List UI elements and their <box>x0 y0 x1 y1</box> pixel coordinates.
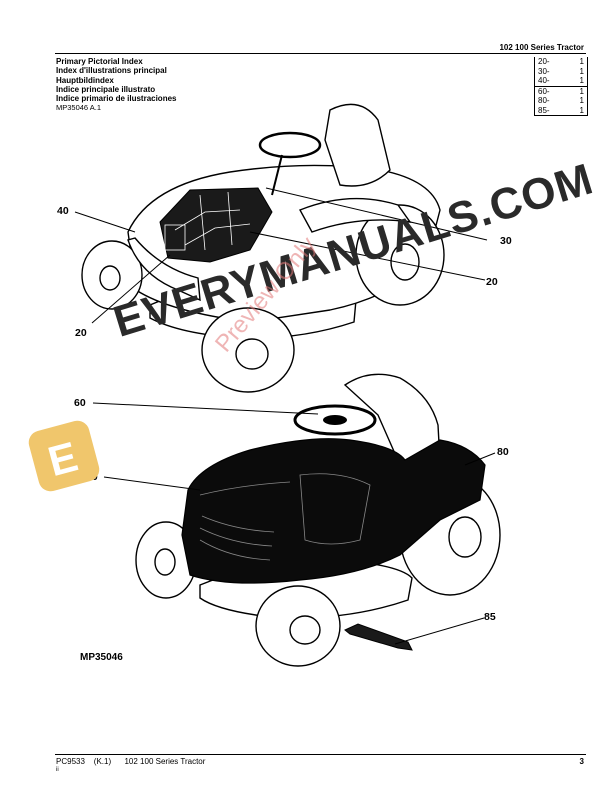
title-de: Hauptbildindex <box>56 75 114 85</box>
page-number: 3 <box>579 757 584 766</box>
figure-ref: MP35046 A.1 <box>56 103 102 112</box>
upper-rear-wheel-right <box>355 204 445 306</box>
watermark-logo-letter: E <box>43 432 83 486</box>
index-section: 20- <box>538 57 550 66</box>
title-en: Primary Pictorial Index <box>56 57 143 66</box>
index-section: 30- <box>538 66 550 76</box>
upper-steering-column <box>271 154 283 196</box>
callout-60: 60 <box>74 397 86 409</box>
title-it: Indice principale illustrato <box>56 84 156 94</box>
index-row[interactable]: 20- 1 <box>535 57 587 67</box>
index-page: 1 <box>579 96 584 105</box>
footer-doc-id: PC9533 (K.1) 102 100 Series Tractor <box>56 757 206 766</box>
header-rule <box>55 53 586 54</box>
callout-40: 40 <box>57 205 69 217</box>
footer-rule <box>55 754 586 755</box>
index-row[interactable]: 80- 1 <box>535 96 587 106</box>
index-page: 1 <box>579 66 584 76</box>
callout-30: 30 <box>500 235 512 247</box>
lower-front-wheel-right <box>255 585 341 667</box>
title-fr: Index d'illustrations principal <box>56 66 167 76</box>
index-titles: Primary Pictorial Index Index d'illustra… <box>56 57 176 103</box>
lower-hood <box>181 438 486 584</box>
lower-hood-detail <box>199 473 371 561</box>
index-row[interactable]: 60- 1 <box>535 85 587 97</box>
index-section: 80- <box>538 96 550 105</box>
index-row[interactable]: 40- 1 <box>535 76 587 86</box>
upper-steering-wheel <box>258 131 322 159</box>
section-index-table: 20- 1 30- 1 40- 1 60- 1 80- 1 85- 1 <box>534 57 588 116</box>
upper-engine-detail <box>164 191 251 251</box>
index-page: 1 <box>579 57 584 66</box>
callout-20-left: 20 <box>75 327 87 339</box>
lower-front-wheel-right-hub <box>289 615 321 645</box>
title-es: Indice primario de ilustraciones <box>56 94 177 104</box>
index-page: 1 <box>579 76 584 85</box>
upper-front-wheel-right <box>201 307 295 393</box>
upper-front-wheel-right-hub <box>235 338 269 370</box>
lower-rear-wheel-right-hub <box>448 516 482 558</box>
index-row[interactable]: 85- 1 <box>535 105 587 116</box>
index-section: 60- <box>538 86 550 96</box>
index-section: 85- <box>538 105 550 115</box>
header-title: 102 100 Series Tractor <box>499 43 584 52</box>
callout-80-right: 80 <box>497 446 509 458</box>
callout-20-right: 20 <box>486 276 498 288</box>
figure-caption: MP35046 <box>80 652 123 663</box>
lower-steering-hub <box>323 415 347 425</box>
leader-lines <box>74 187 496 645</box>
upper-seat <box>324 103 391 187</box>
index-row[interactable]: 30- 1 <box>535 67 587 77</box>
index-page: 1 <box>579 105 584 115</box>
upper-front-wheel-left-hub <box>99 265 121 291</box>
mower-blade <box>344 623 413 651</box>
callout-85: 85 <box>484 611 496 623</box>
upper-grille <box>127 237 201 302</box>
lower-front-wheel-left-hub <box>154 548 176 576</box>
index-section: 40- <box>538 76 550 85</box>
index-page: 1 <box>579 86 584 96</box>
footer-sub: ii <box>56 767 59 773</box>
upper-rear-wheel-right-hub <box>390 243 420 281</box>
